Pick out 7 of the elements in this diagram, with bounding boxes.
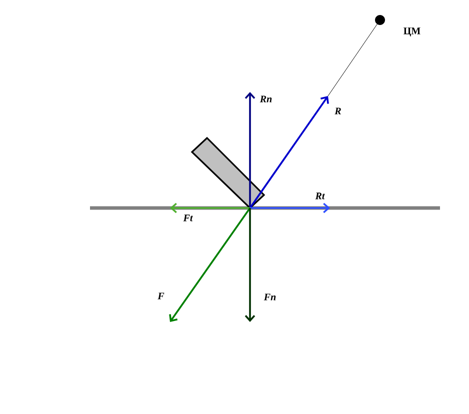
force-label: Rn [260,96,272,102]
force-label: Rt [315,192,325,200]
force-label: Ft [183,214,193,222]
force-label: Fn [264,294,276,300]
point-label: ЦМ [404,28,420,36]
force-label: F [158,292,164,300]
force-label: R [334,108,341,114]
